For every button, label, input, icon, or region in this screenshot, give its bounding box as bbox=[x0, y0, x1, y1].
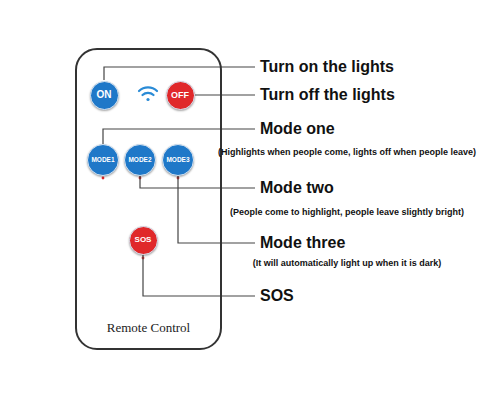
wifi-arc bbox=[139, 87, 157, 91]
wifi-arc bbox=[143, 93, 154, 95]
button-label: ON bbox=[97, 90, 112, 100]
button-label: SOS bbox=[135, 236, 152, 244]
leader-line bbox=[140, 175, 255, 188]
button-label: MODE2 bbox=[128, 157, 151, 164]
wifi-dot bbox=[146, 98, 149, 101]
leader-lines bbox=[103, 67, 255, 296]
leader-line bbox=[143, 255, 255, 296]
leader-line bbox=[195, 94, 255, 95]
leader-line bbox=[103, 129, 255, 145]
callout-note: (Highlights when people come, lights off… bbox=[212, 147, 482, 157]
remote-button: SOS bbox=[129, 226, 158, 255]
callout-title: Mode two bbox=[260, 179, 334, 197]
remote-button: MODE1 bbox=[87, 144, 119, 176]
indicator-dots bbox=[102, 177, 180, 260]
remote-button: MODE2 bbox=[124, 144, 156, 176]
button-label: MODE3 bbox=[166, 157, 189, 164]
remote-button: ON bbox=[90, 81, 119, 110]
leader-line bbox=[104, 67, 255, 80]
callout-note: (People come to highlight, people leave … bbox=[212, 207, 482, 217]
button-label: MODE1 bbox=[91, 157, 114, 164]
callout-title: Turn off the lights bbox=[260, 86, 395, 104]
device-label: Remote Control bbox=[77, 320, 220, 336]
button-label: OFF bbox=[171, 91, 189, 100]
remote-body: Remote Control ON OFF MODE1 MODE2 MODE3SOS bbox=[75, 48, 222, 350]
callout-title: Turn on the lights bbox=[260, 58, 394, 76]
callout-title: Mode three bbox=[260, 234, 345, 252]
wifi-icon bbox=[139, 87, 157, 101]
indicator-dot bbox=[102, 177, 105, 180]
remote-button: MODE3 bbox=[162, 144, 194, 176]
callout-note: (It will automatically light up when it … bbox=[212, 258, 482, 268]
remote-button: OFF bbox=[166, 81, 195, 110]
callout-title: Mode one bbox=[260, 120, 335, 138]
callout-title: SOS bbox=[260, 287, 294, 305]
